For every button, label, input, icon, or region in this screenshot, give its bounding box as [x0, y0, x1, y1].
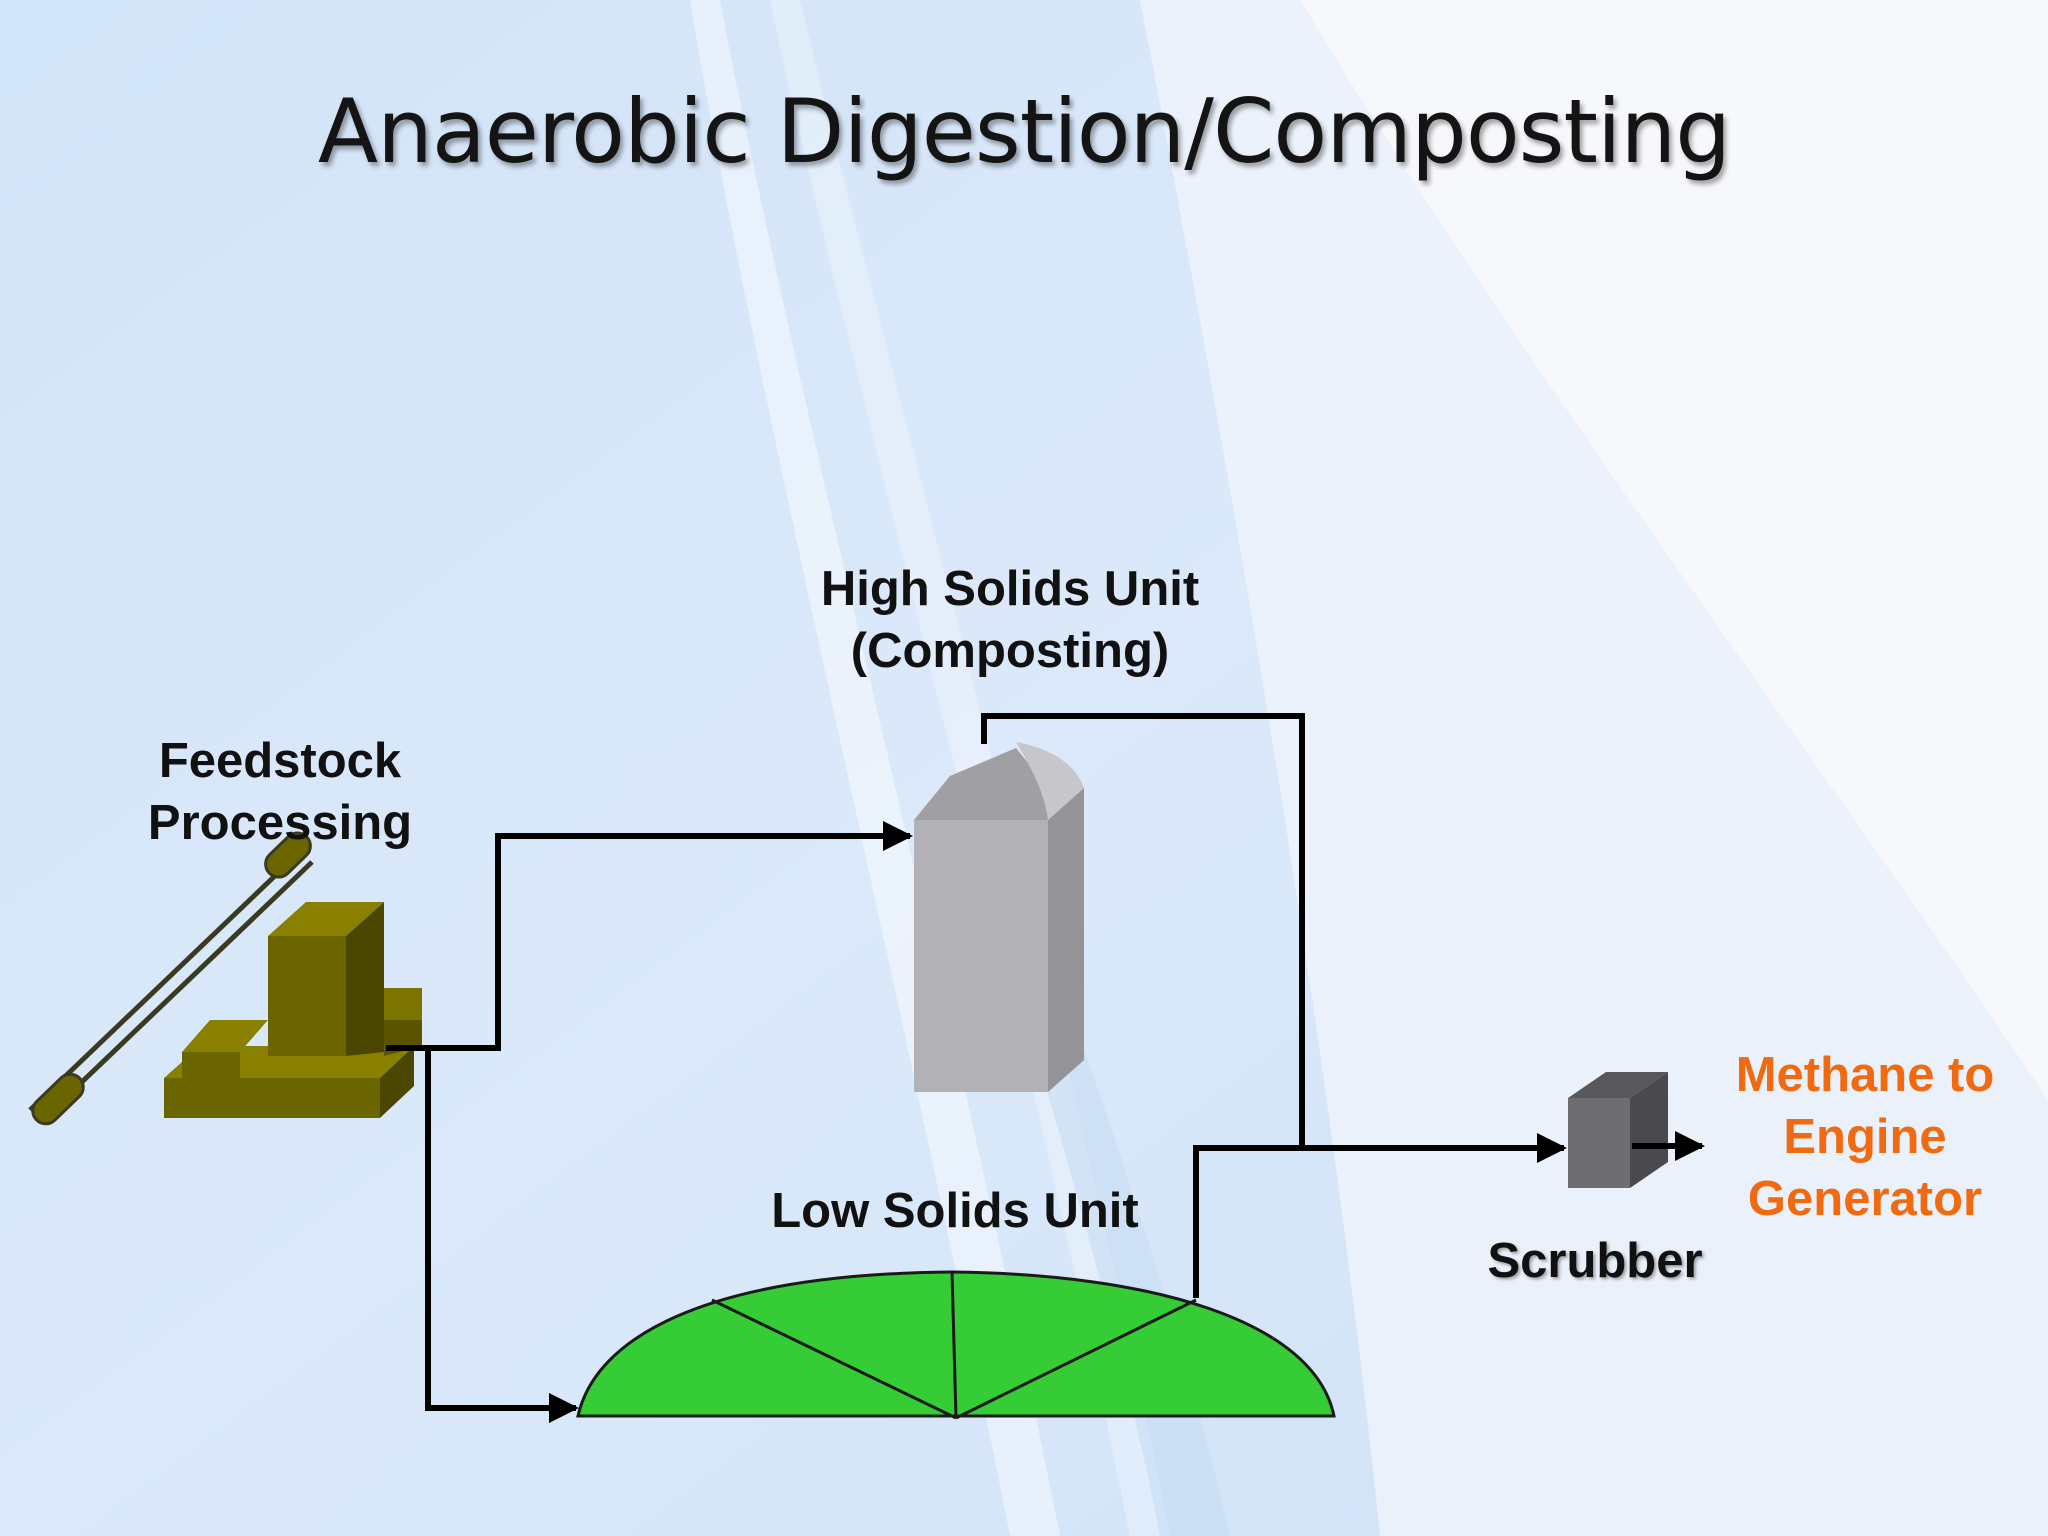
conveyor-machine-icon — [28, 831, 422, 1126]
methane-output-label: Methane to Engine Generator — [1700, 1044, 2030, 1230]
flow-feedstock-to-high-solids — [386, 821, 913, 1051]
methane-output-line-1: Methane to — [1735, 1048, 1995, 1102]
high-solids-label-line-2: (Composting) — [850, 624, 1170, 678]
slide-title: Anaerobic Digestion/Composting — [317, 80, 1731, 183]
scrubber-label: Scrubber — [1487, 1234, 1703, 1288]
high-solids-label: High Solids Unit (Composting) — [790, 558, 1230, 682]
feedstock-label: Feedstock Processing — [130, 730, 430, 854]
flow-high-solids-gas — [981, 713, 1305, 1148]
low-solids-label: Low Solids Unit — [771, 1184, 1139, 1238]
flow-lines — [386, 713, 1705, 1423]
feedstock-label-line-1: Feedstock — [158, 734, 402, 788]
methane-output-line-3: Generator — [1747, 1172, 1983, 1226]
feedstock-label-line-2: Processing — [147, 796, 413, 850]
dome-digester-icon — [576, 1270, 1336, 1420]
flow-feedstock-to-low-solids — [425, 1048, 579, 1423]
methane-output-line-2: Engine — [1783, 1110, 1947, 1164]
flow-gas-to-scrubber — [1193, 1133, 1567, 1298]
scrubber-box-icon — [1568, 1072, 1668, 1188]
silo-tank-icon — [914, 742, 1084, 1092]
high-solids-label-line-1: High Solids Unit — [820, 562, 1200, 616]
